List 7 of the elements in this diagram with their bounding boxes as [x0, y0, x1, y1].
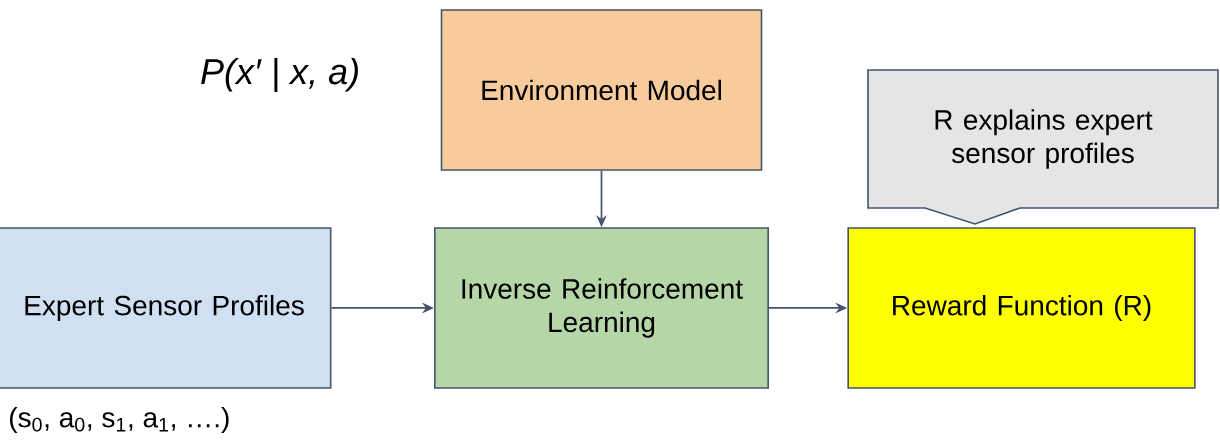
callout-bubble: R explains expert sensor profiles [867, 69, 1219, 225]
sequence-label: (s$_{0}$, a$_{0}$, s$_{1}$, a$_{1}$, ….) [10, 406, 229, 433]
process-box: Inverse Reinforcement Learning [434, 227, 769, 389]
process-box: Environment Model [440, 9, 763, 171]
formula-label: P(x′ | x, a) [201, 57, 358, 93]
input-box: Expert Sensor Profiles [0, 227, 332, 389]
output-box: Reward Function (R) [847, 227, 1196, 389]
